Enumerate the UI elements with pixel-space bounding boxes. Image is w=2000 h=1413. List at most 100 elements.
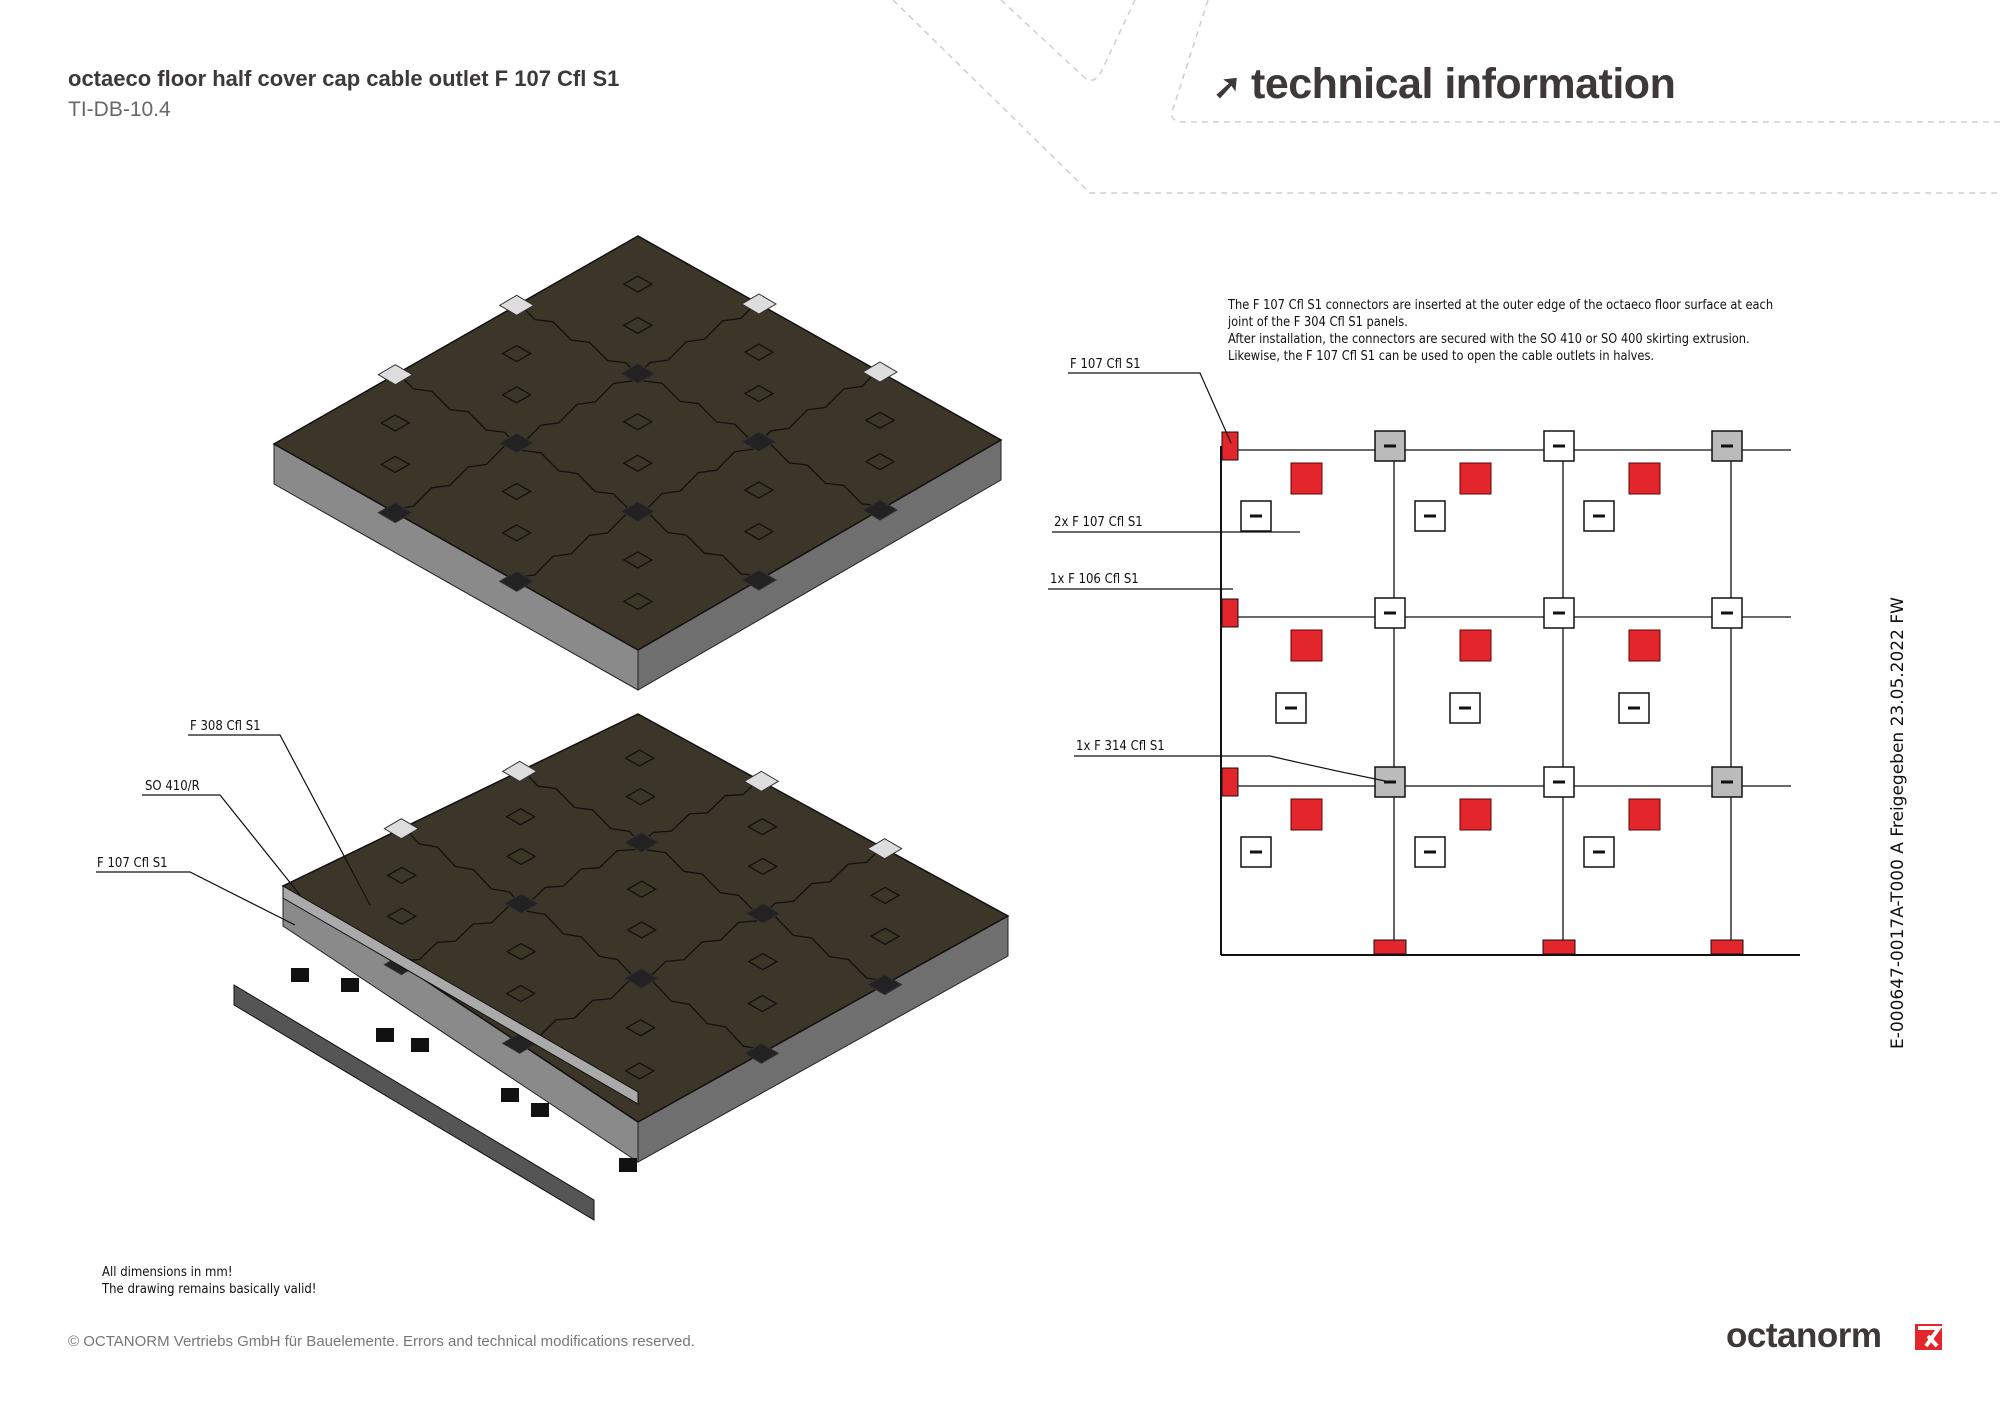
panel-joint xyxy=(395,299,760,510)
cable-outlet-icon xyxy=(746,818,778,836)
cable-outlet-cover-red xyxy=(1628,798,1661,831)
connector-icon xyxy=(743,1042,780,1064)
cable-outlet-icon xyxy=(622,454,654,472)
connector-icon xyxy=(623,831,660,854)
adjustable-foot-icon xyxy=(501,1088,519,1102)
edge-connector-icon xyxy=(1542,939,1576,955)
edge-connector-icon xyxy=(1221,767,1239,797)
cable-outlet-icon xyxy=(386,866,418,885)
cable-outlet-icon xyxy=(625,1019,656,1037)
cable-outlet-icon xyxy=(869,886,901,905)
cable-outlet-icon xyxy=(743,343,775,361)
cable-outlet-cover-red xyxy=(1628,629,1661,662)
cable-outlet-icon xyxy=(869,927,901,945)
edge-connector-icon xyxy=(1710,939,1744,955)
connector-icon xyxy=(866,974,903,996)
note-dimensions: All dimensions in mm! xyxy=(102,1265,233,1280)
skirting-extrusion xyxy=(233,984,595,1221)
panel-joint xyxy=(400,824,762,1050)
cable-outlet-icon xyxy=(743,522,775,541)
edge-connector-icon xyxy=(1221,598,1239,628)
isometric-drawings xyxy=(233,235,1010,1221)
document-title: octaeco floor half cover cap cable outle… xyxy=(68,66,620,91)
cable-outlet-icon xyxy=(743,481,775,499)
adjustable-foot-icon xyxy=(341,978,359,992)
connector-icon xyxy=(619,500,656,523)
connector-icon xyxy=(498,570,535,592)
section-title: ➚technical information xyxy=(1213,60,1676,109)
copyright: © OCTANORM Vertriebs GmbH für Bauelement… xyxy=(68,1333,695,1350)
document-id: TI-DB-10.4 xyxy=(68,98,171,121)
cable-outlet-icon xyxy=(624,749,655,767)
label-cable-outlet: 1x F 106 Cfl S1 xyxy=(1050,572,1139,587)
panel-joint xyxy=(519,766,885,982)
cable-outlet-cover-red xyxy=(1290,629,1323,662)
description-line: Likewise, the F 107 Cfl S1 can be used t… xyxy=(1228,349,1655,364)
cable-outlet-icon xyxy=(505,808,536,826)
cable-outlet-cover-red xyxy=(1628,462,1661,495)
connector-icon xyxy=(619,362,656,385)
panel-joint xyxy=(394,370,760,577)
cross-connector-icon xyxy=(1543,430,1575,462)
cable-outlet-icon xyxy=(1583,500,1615,532)
cable-outlet-icon xyxy=(747,857,779,876)
section-title-text: technical information xyxy=(1251,60,1676,108)
cable-outlet-icon xyxy=(501,386,532,404)
revision-stamp: E-000647-0017A-T000 A Freigegeben 23.05.… xyxy=(1888,597,1908,1049)
cable-outlet-icon xyxy=(747,952,779,971)
cable-outlet-cover-red xyxy=(1459,798,1492,831)
cable-outlet-icon xyxy=(622,551,654,569)
adjustable-foot-icon xyxy=(376,1028,394,1042)
cable-outlet-cover-red xyxy=(1290,462,1323,495)
floor-plan xyxy=(1220,430,1800,956)
description-line: The F 107 Cfl S1 connectors are inserted… xyxy=(1228,298,1774,313)
cable-outlet-cover-red xyxy=(1290,798,1323,831)
connector-icon xyxy=(862,361,898,383)
label-connector: F 107 Cfl S1 xyxy=(97,856,168,871)
arrow-up-right-icon: ➚ xyxy=(1213,68,1242,106)
edge-connector-icon xyxy=(1373,939,1407,955)
floor-top xyxy=(272,235,1003,651)
cable-outlet-icon xyxy=(505,847,537,866)
cable-outlet-icon xyxy=(505,942,537,961)
label-skirting: SO 410/R xyxy=(145,779,200,794)
leader-lines xyxy=(96,372,1391,926)
cable-outlet-icon xyxy=(622,316,654,335)
connector-icon xyxy=(498,294,535,316)
cable-outlet-icon xyxy=(624,1062,655,1080)
cable-outlet-cover-red xyxy=(1459,462,1492,495)
connector-icon xyxy=(743,770,780,792)
connector-icon xyxy=(503,892,540,915)
cable-outlet-icon xyxy=(505,984,536,1003)
connector-icon xyxy=(501,760,538,782)
header-decoration-lines xyxy=(892,0,2000,194)
cable-outlet-icon xyxy=(379,455,411,474)
cable-outlet-cover-red xyxy=(1459,629,1492,662)
connector-icon xyxy=(623,967,660,990)
panel-joint xyxy=(516,300,881,507)
octanorm-logo: octanorm xyxy=(1726,1316,1882,1355)
connector-icon xyxy=(377,502,414,524)
cable-outlet-icon xyxy=(501,344,532,363)
label-edge-connector: F 107 Cfl S1 xyxy=(1070,357,1141,372)
connector-icon xyxy=(498,432,535,454)
connector-icon xyxy=(377,364,414,386)
note-validity: The drawing remains basically valid! xyxy=(102,1282,317,1297)
cable-outlet-icon xyxy=(625,787,656,806)
skirting-mounted xyxy=(282,885,639,1105)
connector-icon xyxy=(745,902,781,925)
octanorm-logo-mark-icon xyxy=(1915,1324,1942,1350)
panel-joint xyxy=(519,844,886,1040)
label-cross-connector: 1x F 314 Cfl S1 xyxy=(1076,739,1165,754)
connector-icon xyxy=(740,431,777,453)
description-line: joint of the F 304 Cfl S1 panels. xyxy=(1228,315,1408,330)
cable-outlet-icon xyxy=(864,452,896,471)
panel-joint xyxy=(516,367,881,578)
connector-icon xyxy=(741,293,777,315)
edge-connector-icon xyxy=(1221,431,1239,461)
description-line: After installation, the connectors are s… xyxy=(1228,332,1750,347)
connector-icon xyxy=(862,499,898,521)
cable-outlet-icon xyxy=(743,384,775,403)
adjustable-foot-icon xyxy=(619,1158,637,1172)
